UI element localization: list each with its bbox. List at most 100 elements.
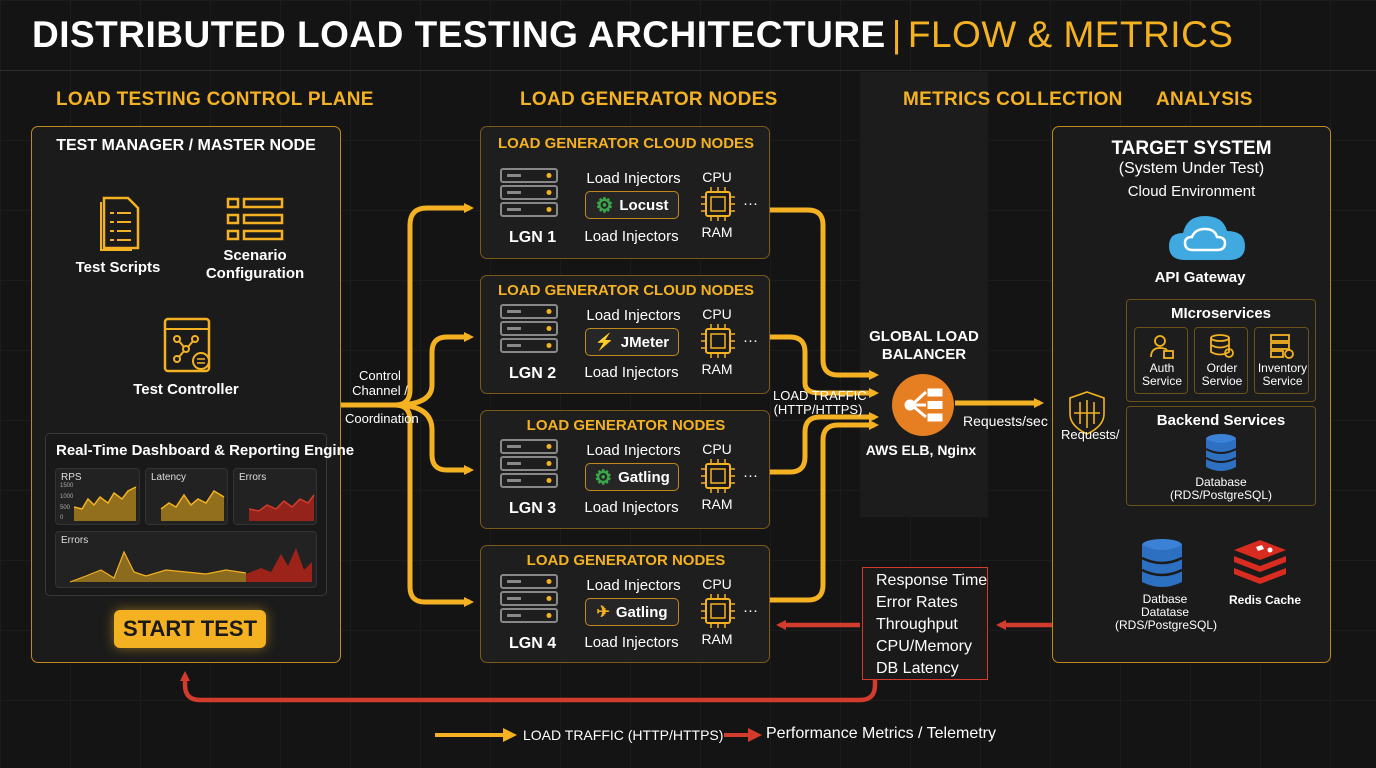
- chip-icon: [699, 322, 737, 365]
- section-metrics-collection: METRICS COLLECTION: [903, 89, 1123, 110]
- user-lock-icon: [1150, 335, 1174, 359]
- load-traffic-label: LOAD TRAFFIC(HTTP/HTTPS): [773, 389, 867, 417]
- balancer-subtitle: AWS ELB, Nginx: [865, 442, 977, 458]
- chip-icon: [699, 457, 737, 500]
- generator-top-label: Load Injectors: [586, 442, 681, 459]
- test-manager-title: TEST MANAGER / MASTER NODE: [56, 137, 316, 154]
- rps-tick: 500: [60, 505, 71, 511]
- gear-icon: ⚙: [594, 466, 613, 489]
- service-line2: Service: [1141, 374, 1182, 388]
- tool-chip: ⚙ Locust: [585, 191, 679, 219]
- server-gear-icon: [1270, 334, 1294, 359]
- load-traffic-line2: (HTTP/HTTPS): [773, 402, 863, 417]
- cpu-label: CPU: [702, 169, 732, 185]
- channel-line1: Control: [359, 368, 401, 383]
- load-balancer-icon: [890, 372, 956, 443]
- target-subtitle: (System Under Test): [1118, 160, 1265, 177]
- generator-top-label: Load Injectors: [586, 307, 681, 324]
- db-line2: Datatase: [1140, 605, 1190, 619]
- generator-bottom-label: Load Injectors: [584, 228, 679, 245]
- service-line1: Auth: [1149, 361, 1175, 375]
- metric-cpu-memory: CPU/Memory: [876, 638, 973, 655]
- service-line2: Service: [1262, 374, 1303, 388]
- document-icon: [98, 195, 142, 256]
- db-line3: (RDS/PostgreSQL): [1115, 618, 1218, 632]
- cpu-label: CPU: [702, 576, 732, 592]
- service-line1: Order: [1206, 361, 1238, 375]
- generator-name: LGN 1: [509, 229, 557, 246]
- config-list-icon: [226, 197, 284, 246]
- chip-icon: [699, 185, 737, 228]
- db-line1: Datbase: [1142, 592, 1188, 606]
- balancer-title-line1: GLOBAL LOAD: [869, 328, 979, 345]
- page-title: DISTRIBUTED LOAD TESTING ARCHITECTURE|FL…: [32, 14, 1233, 56]
- metrics-box: [862, 567, 988, 680]
- errors-timeline-chart: Errors: [55, 531, 317, 588]
- gear-icon: ⚙: [595, 194, 614, 217]
- legend-metrics-arrow: [724, 728, 762, 742]
- generator-name: LGN 2: [509, 365, 557, 382]
- start-test-button[interactable]: START TEST: [114, 610, 266, 648]
- ram-label: RAM: [701, 631, 733, 647]
- more-dots: ···: [743, 332, 758, 349]
- test-scripts-label: Test Scripts: [75, 259, 161, 276]
- server-rack-icon: [499, 573, 559, 630]
- channel-line2: Channel /: [352, 383, 408, 398]
- metric-response-time: Response Time: [876, 572, 988, 589]
- server-rack-icon: [499, 303, 559, 360]
- dashboard-title: Real-Time Dashboard & Reporting Engine: [56, 442, 355, 459]
- tool-name: JMeter: [620, 333, 670, 351]
- target-env: Cloud Environment: [1127, 183, 1256, 200]
- requests-sec-label: Requests/sec: [963, 413, 1048, 429]
- coordination-label: Coordination: [345, 411, 419, 426]
- backend-services-box: [1126, 406, 1316, 506]
- more-dots: ···: [743, 467, 758, 484]
- feather-icon: ⚡: [594, 334, 615, 351]
- generator-node-4: LOAD GENERATOR NODES LGN 4 Load Injector…: [480, 545, 770, 663]
- database-icon: [1210, 334, 1234, 358]
- tool-chip: ⚙Gatling: [585, 463, 679, 491]
- database-icon: [1140, 538, 1184, 595]
- generator-title: LOAD GENERATOR NODES: [526, 417, 726, 434]
- rps-tick: 0: [60, 515, 64, 521]
- generator-bottom-label: Load Injectors: [584, 499, 679, 516]
- target-title: TARGET SYSTEM: [1111, 138, 1272, 159]
- firewall-icon: [1060, 382, 1114, 461]
- ram-label: RAM: [701, 496, 733, 512]
- metrics-column-shade: [860, 72, 988, 517]
- requests-label: Requests/: [1061, 427, 1120, 442]
- title-sub: FLOW & METRICS: [907, 14, 1234, 55]
- generator-name: LGN 3: [509, 500, 557, 517]
- balancer-title-line2: BALANCER: [881, 346, 967, 363]
- controller-icon: [163, 317, 213, 380]
- backend-db-line2: (RDS/PostgreSQL): [1169, 488, 1273, 502]
- title-separator: |: [891, 14, 902, 55]
- redis-label: Redis Cache: [1229, 593, 1302, 607]
- scenario-line1: Scenario: [223, 247, 287, 264]
- api-gateway-label: API Gateway: [1154, 269, 1246, 286]
- backend-db-label: Database(RDS/PostgreSQL): [1126, 476, 1316, 502]
- generator-name: LGN 4: [509, 635, 557, 652]
- latency-chart-label: Latency: [151, 472, 187, 483]
- generator-top-label: Load Injectors: [586, 577, 681, 594]
- title-divider: [0, 70, 1376, 71]
- generator-node-1: LOAD GENERATOR CLOUD NODES LGN 1 Load In…: [480, 126, 770, 259]
- generator-top-label: Load Injectors: [586, 170, 681, 187]
- tool-chip: ⚡ JMeter: [585, 328, 679, 356]
- tool-name: Locust: [619, 196, 669, 214]
- section-analysis: ANALYSIS: [1156, 89, 1253, 110]
- metric-error-rates: Error Rates: [876, 594, 958, 611]
- errors-chart: Errors: [233, 468, 317, 525]
- rps-tick: 1500: [60, 483, 74, 489]
- cpu-label: CPU: [702, 441, 732, 457]
- tool-chip: ✈Gatling: [585, 598, 679, 626]
